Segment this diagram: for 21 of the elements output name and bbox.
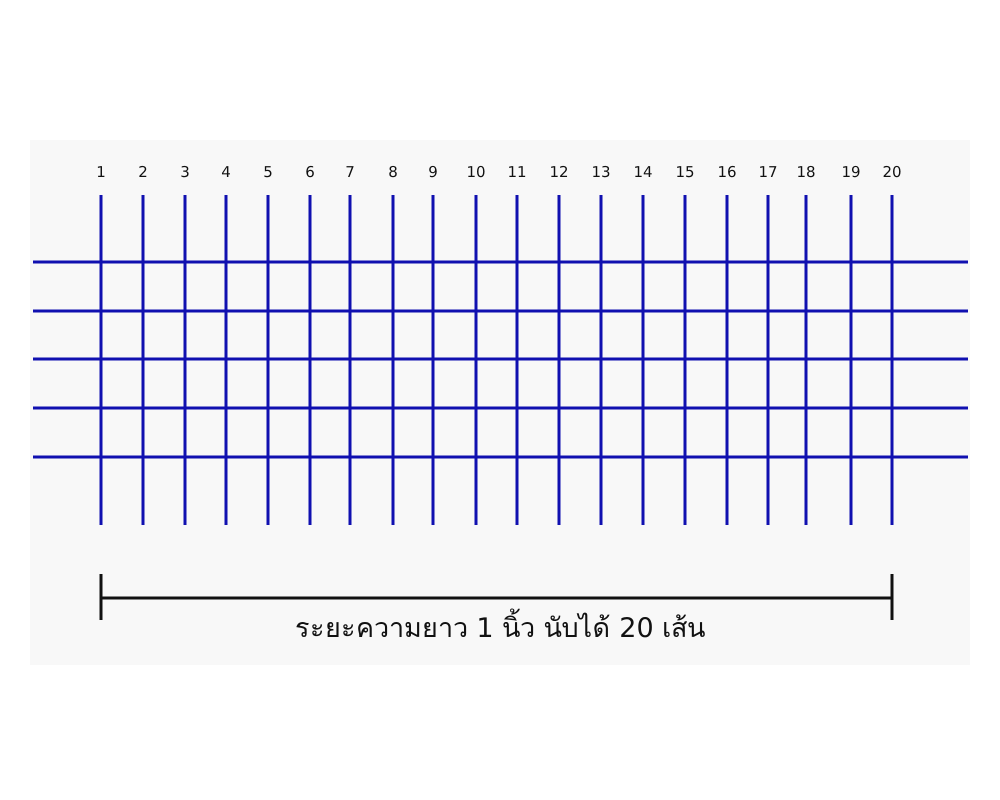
line-number: 4	[220, 162, 232, 182]
line-number: 5	[262, 162, 274, 182]
dimension-label: ระยะความยาว 1 นิ้ว นับได้ 20 เส้น	[294, 611, 706, 647]
line-number: 3	[179, 162, 191, 182]
line-number: 12	[548, 162, 570, 182]
line-number: 20	[881, 162, 903, 182]
line-number: 9	[427, 162, 439, 182]
line-number: 16	[716, 162, 738, 182]
line-number: 17	[757, 162, 779, 182]
line-number: 11	[506, 162, 528, 182]
line-number: 15	[674, 162, 696, 182]
line-number: 19	[840, 162, 862, 182]
line-number: 6	[304, 162, 316, 182]
line-number: 14	[632, 162, 654, 182]
line-number: 1	[95, 162, 107, 182]
line-number: 7	[344, 162, 356, 182]
line-number: 2	[137, 162, 149, 182]
line-number: 8	[387, 162, 399, 182]
line-number: 18	[795, 162, 817, 182]
line-number: 13	[590, 162, 612, 182]
line-number: 10	[465, 162, 487, 182]
